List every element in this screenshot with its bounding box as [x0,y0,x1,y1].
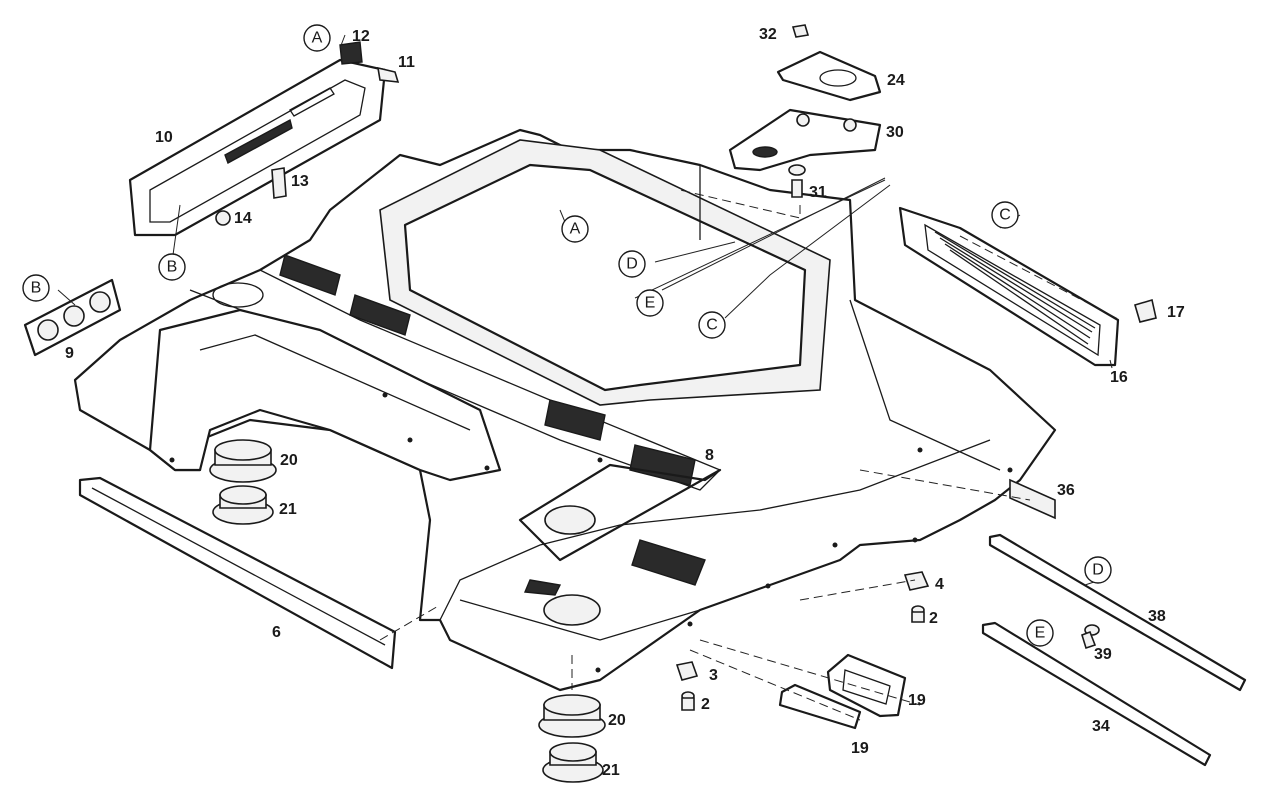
clip-3 [675,661,699,681]
svg-text:E: E [1035,625,1046,642]
label-31: 31 [809,184,827,201]
label-2-left: 2 [701,696,710,713]
knob-14 [215,210,231,226]
bracket-13 [271,167,287,199]
switch-plate-9 [23,278,122,357]
plate-24 [776,50,882,102]
cup-21-upper [212,485,274,525]
cup-20-upper [209,439,277,483]
label-14: 14 [234,210,252,227]
clip-4 [903,571,930,591]
cup-21-lower [542,742,604,783]
ref-circle-b-lower: B [158,253,186,281]
ref-circle-c-right: C [991,201,1019,229]
bracket-30 [728,108,882,172]
screw-2-left [681,691,695,711]
label-39: 39 [1094,646,1112,663]
label-19-lower: 19 [851,740,869,757]
svg-text:D: D [1092,562,1104,579]
nut-32 [791,24,810,38]
ref-circle-c-inner: C [698,311,726,339]
label-17: 17 [1167,304,1185,321]
ref-circle-a-top: A [303,24,331,52]
label-9: 9 [65,345,74,362]
label-24: 24 [887,72,905,89]
label-19-upper: 19 [908,692,926,709]
ref-circle-d-right: D [1084,556,1112,584]
svg-text:A: A [570,221,581,238]
label-3: 3 [709,667,718,684]
clip-17 [1134,298,1157,323]
cup-20-lower [538,694,606,738]
svg-text:B: B [31,280,42,297]
label-32: 32 [759,26,777,43]
label-13: 13 [291,173,309,190]
ref-circle-e-inner: E [636,289,664,317]
label-21-upper: 21 [279,501,297,518]
label-6: 6 [272,624,281,641]
strip-34 [981,621,1212,767]
svg-text:E: E [645,295,656,312]
label-12: 12 [352,28,370,45]
label-10: 10 [155,129,173,146]
label-8: 8 [705,447,714,464]
svg-text:B: B [167,259,178,276]
label-11: 11 [398,54,415,71]
part-labels: 12 11 10 13 14 9 32 24 30 31 17 16 8 20 … [65,26,1185,779]
screw-2-right [911,605,925,623]
svg-text:A: A [312,30,323,47]
label-2-right: 2 [929,610,938,627]
bolt-31 [788,164,806,198]
screw-39 [1081,624,1100,650]
label-38: 38 [1148,608,1166,625]
label-4: 4 [935,576,944,593]
dashed-leaders [379,189,1121,721]
strip-38 [988,533,1247,692]
label-21-lower: 21 [602,762,620,779]
trim-strip-6 [78,476,397,670]
svg-text:C: C [706,317,718,334]
ref-circle-b-left: B [22,274,50,302]
label-16: 16 [1110,369,1128,386]
lamp-19-upper [826,653,907,718]
ref-circle-a-inner: A [561,215,589,243]
clip-12 [339,41,363,65]
ref-circle-d-inner: D [618,250,646,278]
svg-text:D: D [626,256,638,273]
ref-circle-e-right: E [1026,619,1054,647]
label-20-lower: 20 [608,712,626,729]
label-30: 30 [886,124,904,141]
label-34: 34 [1092,718,1110,735]
svg-text:C: C [999,207,1011,224]
label-36: 36 [1057,482,1075,499]
label-20-upper: 20 [280,452,298,469]
overhead-console-frame [128,58,387,237]
knob-11 [377,66,400,83]
trim-36 [1009,478,1056,520]
side-panel-16 [898,206,1120,367]
